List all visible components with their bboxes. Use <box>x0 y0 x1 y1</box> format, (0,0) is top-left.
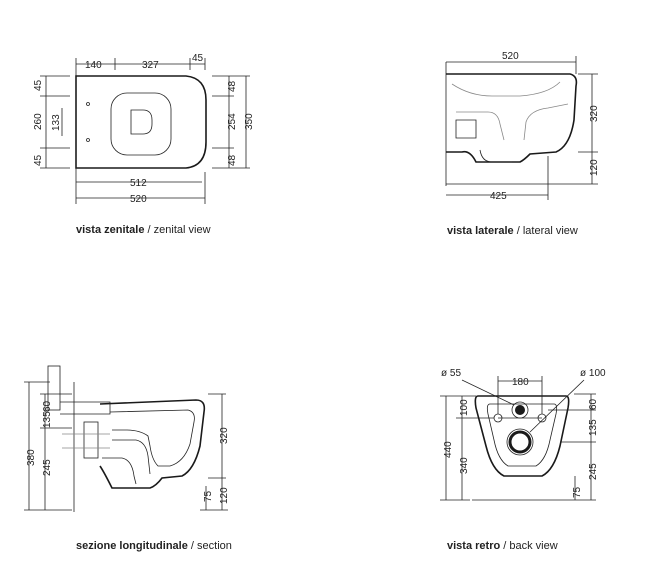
lateral-caption-light: lateral view <box>522 225 578 237</box>
section-caption-bold: sezione longitudinale <box>76 540 188 552</box>
section-caption-sep: / <box>187 540 198 552</box>
lateral-inner-trap <box>451 81 569 141</box>
zenital-dim-520: 520 <box>130 194 147 205</box>
back-view: ø 55 180 ø 100 100 440 340 60 135 245 75 <box>440 368 606 501</box>
section-dim-380: 380 <box>26 449 37 466</box>
lateral-dim-425: 425 <box>490 191 507 202</box>
zenital-dim-45-a: 45 <box>33 79 44 91</box>
back-dim-440: 440 <box>443 441 454 458</box>
section-bowl-outline <box>99 399 206 489</box>
back-dim-180: 180 <box>512 377 529 388</box>
zenital-dim-45-b: 45 <box>33 154 44 166</box>
zenital-view: 140 327 45 45 260 133 45 48 254 350 48 5… <box>33 53 255 205</box>
back-view-caption: vista retro / back view <box>447 540 558 552</box>
zenital-dim-48-b: 48 <box>227 154 238 166</box>
back-dim-135: 135 <box>588 419 599 436</box>
section-caption-light: section <box>197 540 232 552</box>
zenital-dim-133: 133 <box>51 114 62 131</box>
back-dim-100: 100 <box>459 399 470 416</box>
lateral-dim-520: 520 <box>502 51 519 62</box>
back-caption-sep: / <box>500 540 510 552</box>
back-bowl-outline <box>474 395 570 477</box>
section-dim-60: 60 <box>42 400 53 412</box>
back-leader-phi55 <box>461 379 515 406</box>
zenital-dim-45-top: 45 <box>192 53 204 64</box>
section-dim-120: 120 <box>219 487 230 504</box>
back-dim-phi55: ø 55 <box>441 368 461 379</box>
back-dim-60: 60 <box>588 398 599 410</box>
back-dim-245: 245 <box>588 463 599 480</box>
zenital-dim-327: 327 <box>142 60 159 71</box>
back-caption-light: back view <box>509 540 558 552</box>
zenital-fixing-hole-top <box>86 102 90 106</box>
section-view-caption: sezione longitudinale / section <box>76 540 232 552</box>
back-leader-phi100 <box>529 379 585 433</box>
zenital-fixing-hole-bottom <box>86 138 90 142</box>
lateral-dim-320: 320 <box>589 105 600 122</box>
section-dim-75: 75 <box>203 490 214 502</box>
lateral-bowl-outline <box>446 73 578 163</box>
lateral-view-caption: vista laterale / lateral view <box>447 225 578 237</box>
zenital-caption-light: zenital view <box>153 224 211 236</box>
zenital-view-caption: vista zenitale / zenital view <box>76 224 211 236</box>
back-inner-outline <box>486 403 558 467</box>
lateral-drain-pipe <box>479 149 512 163</box>
zenital-dim-260: 260 <box>33 113 44 130</box>
lateral-caption-sep: / <box>513 225 523 237</box>
section-dim-135: 135 <box>42 411 53 428</box>
zenital-dim-350: 350 <box>244 113 255 130</box>
lateral-caption-bold: vista laterale <box>447 225 514 237</box>
section-inner-bowl <box>109 409 195 467</box>
back-dim-75: 75 <box>572 486 583 498</box>
section-fixing-bolt <box>83 421 99 459</box>
section-dim-245: 245 <box>42 459 53 476</box>
back-flush-inlet-inner <box>515 405 525 415</box>
section-flush-pipe <box>47 365 61 411</box>
back-waste-outlet-outer <box>506 428 534 456</box>
zenital-dim-512: 512 <box>130 178 147 189</box>
zenital-dim-254: 254 <box>227 113 238 130</box>
lateral-outlet <box>455 119 477 139</box>
zenital-dim-140: 140 <box>85 60 102 71</box>
back-dim-phi100: ø 100 <box>580 368 606 379</box>
back-caption-bold: vista retro <box>447 540 501 552</box>
lateral-dim-120: 120 <box>589 159 600 176</box>
zenital-bowl-outline <box>75 75 207 169</box>
section-dim-320: 320 <box>219 427 230 444</box>
zenital-dim-48-a: 48 <box>227 80 238 92</box>
zenital-caption-bold: vista zenitale <box>76 224 145 236</box>
section-trap <box>102 439 151 485</box>
back-dim-340: 340 <box>459 457 470 474</box>
zenital-caption-sep: / <box>144 224 154 236</box>
zenital-seat-opening <box>110 92 172 156</box>
lateral-view: 520 320 120 425 <box>445 51 600 202</box>
zenital-inner-bowl <box>130 109 153 135</box>
section-flush-connector <box>60 401 111 415</box>
section-view: 60 135 380 245 320 75 120 <box>24 365 230 512</box>
back-waste-outlet-inner <box>508 430 532 454</box>
